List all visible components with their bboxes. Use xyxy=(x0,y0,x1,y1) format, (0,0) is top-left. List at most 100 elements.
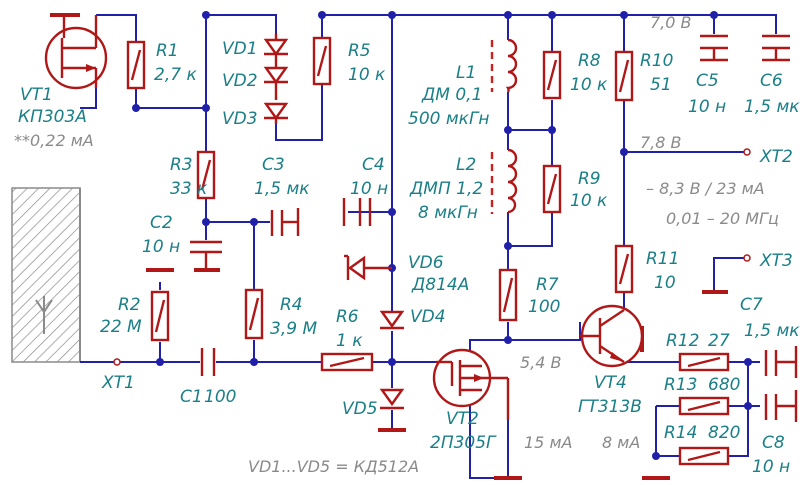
r3-resistor xyxy=(196,150,216,200)
vt4-ref: VT4 xyxy=(594,373,627,393)
footnote: VD1...VD5 = КД512А xyxy=(248,457,419,476)
r12-ref: R12 xyxy=(666,331,699,351)
antenna-icon xyxy=(35,296,53,334)
power-spec: – 8,3 В / 23 мА xyxy=(646,179,765,198)
r1-value: 2,7 к xyxy=(154,65,197,85)
emitter-voltage: 7,8 В xyxy=(640,133,682,152)
r2-value: 22 М xyxy=(100,317,142,337)
c2-value: 10 н xyxy=(142,237,180,257)
c4-ref: C4 xyxy=(362,155,385,175)
c6-value: 1,5 мк xyxy=(744,97,800,117)
c8-value: 10 н xyxy=(752,457,790,477)
l1-ref: L1 xyxy=(456,63,476,83)
c4-capacitor xyxy=(342,198,372,226)
r13-value: 680 xyxy=(708,375,740,395)
r2-ref: R2 xyxy=(118,295,141,315)
vd1-diode xyxy=(263,34,289,57)
c6-capacitor xyxy=(762,34,790,62)
c7-ref: C7 xyxy=(740,295,763,315)
c3-capacitor xyxy=(270,208,300,236)
r5-value: 10 к xyxy=(348,65,386,85)
vt1-ref: VT1 xyxy=(20,85,53,105)
r6-resistor xyxy=(320,352,374,372)
c4-value: 10 н xyxy=(350,179,388,199)
r12-resistor xyxy=(678,352,730,372)
xt2-ref: XT2 xyxy=(759,147,793,167)
xt1-connector xyxy=(113,358,121,366)
vd4-ref: VD4 xyxy=(410,307,446,327)
wires xyxy=(80,14,777,479)
c3-value: 1,5 мк xyxy=(254,179,310,199)
l2-part: ДМП 1,2 xyxy=(409,179,483,199)
c1-ref: C1 xyxy=(180,387,203,407)
r4-ref: R4 xyxy=(280,295,303,315)
vd6-zener-diode xyxy=(344,254,392,281)
r4-value: 3,9 М xyxy=(270,319,317,339)
r14-value: 820 xyxy=(708,423,740,443)
r11-value: 10 xyxy=(654,273,676,293)
c5-capacitor xyxy=(700,34,728,62)
vt2-part: 2П305Г xyxy=(430,433,497,453)
c6-ref: C6 xyxy=(760,71,783,91)
l1-inductor xyxy=(490,38,518,93)
r14-resistor xyxy=(678,446,730,466)
vt1-current: **0,22 мА xyxy=(14,131,94,150)
supply-voltage: 7,0 В xyxy=(650,13,692,32)
r9-value: 10 к xyxy=(570,191,608,211)
r8-ref: R8 xyxy=(578,51,601,71)
antenna-panel xyxy=(11,187,81,363)
l2-ref: L2 xyxy=(456,155,476,175)
labels: VT1 КП303А **0,22 мА R1 2,7 к VD1 VD2 VD… xyxy=(14,13,800,477)
vt2-transistor xyxy=(432,348,510,420)
c7-value: 1,5 мк xyxy=(744,321,800,341)
r5-ref: R5 xyxy=(348,41,371,61)
r11-resistor xyxy=(614,244,634,294)
xt2-connector xyxy=(743,148,751,156)
r7-resistor xyxy=(498,268,518,322)
r1-ref: R1 xyxy=(156,41,179,61)
drain-voltage: 5,4 В xyxy=(520,353,562,372)
l2-inductor xyxy=(490,148,518,214)
vt4-part: ГТ313В xyxy=(578,397,642,417)
c1-capacitor xyxy=(200,348,216,376)
r9-resistor xyxy=(542,164,562,214)
vd4-diode xyxy=(379,310,405,330)
r14-ref: R14 xyxy=(664,423,697,443)
r5-resistor xyxy=(312,36,332,86)
r6-ref: R6 xyxy=(336,307,359,327)
vt2-current: 15 мА xyxy=(524,433,572,452)
vd2-diode xyxy=(263,54,289,85)
junction-dots xyxy=(132,11,752,460)
r3-value: 33 к xyxy=(170,179,208,199)
vd5-ref: VD5 xyxy=(342,399,378,419)
vt4-transistor xyxy=(580,304,644,368)
vd3-diode xyxy=(263,82,289,124)
r1-resistor xyxy=(126,40,146,90)
vt1-part: КП303А xyxy=(18,107,87,127)
r8-resistor xyxy=(542,50,562,100)
c5-ref: C5 xyxy=(696,71,719,91)
vd6-part: Д814А xyxy=(411,275,469,295)
xt3-connector xyxy=(743,254,751,262)
l2-value: 8 мкГн xyxy=(418,203,478,223)
c3-ref: C3 xyxy=(262,155,285,175)
c5-value: 10 н xyxy=(688,97,726,117)
xt3-ref: XT3 xyxy=(759,251,793,271)
band-spec: 0,01 – 20 МГц xyxy=(666,209,779,228)
vt4-current: 8 мА xyxy=(602,433,640,452)
vt2-ref: VT2 xyxy=(446,409,479,429)
r6-value: 1 к xyxy=(336,331,363,351)
vd2-ref: VD2 xyxy=(222,71,258,91)
vd3-ref: VD3 xyxy=(222,109,258,129)
c1-value: 100 xyxy=(204,387,236,407)
r10-value: 51 xyxy=(650,75,672,95)
r4-resistor xyxy=(244,288,264,340)
c7-capacitor xyxy=(764,346,798,378)
c2-ref: C2 xyxy=(150,213,173,233)
r11-ref: R11 xyxy=(646,249,679,269)
r13-resistor xyxy=(678,396,730,416)
r13-ref: R13 xyxy=(664,375,697,395)
l1-part: ДМ 0,1 xyxy=(421,85,482,105)
xt1-ref: XT1 xyxy=(101,373,135,393)
